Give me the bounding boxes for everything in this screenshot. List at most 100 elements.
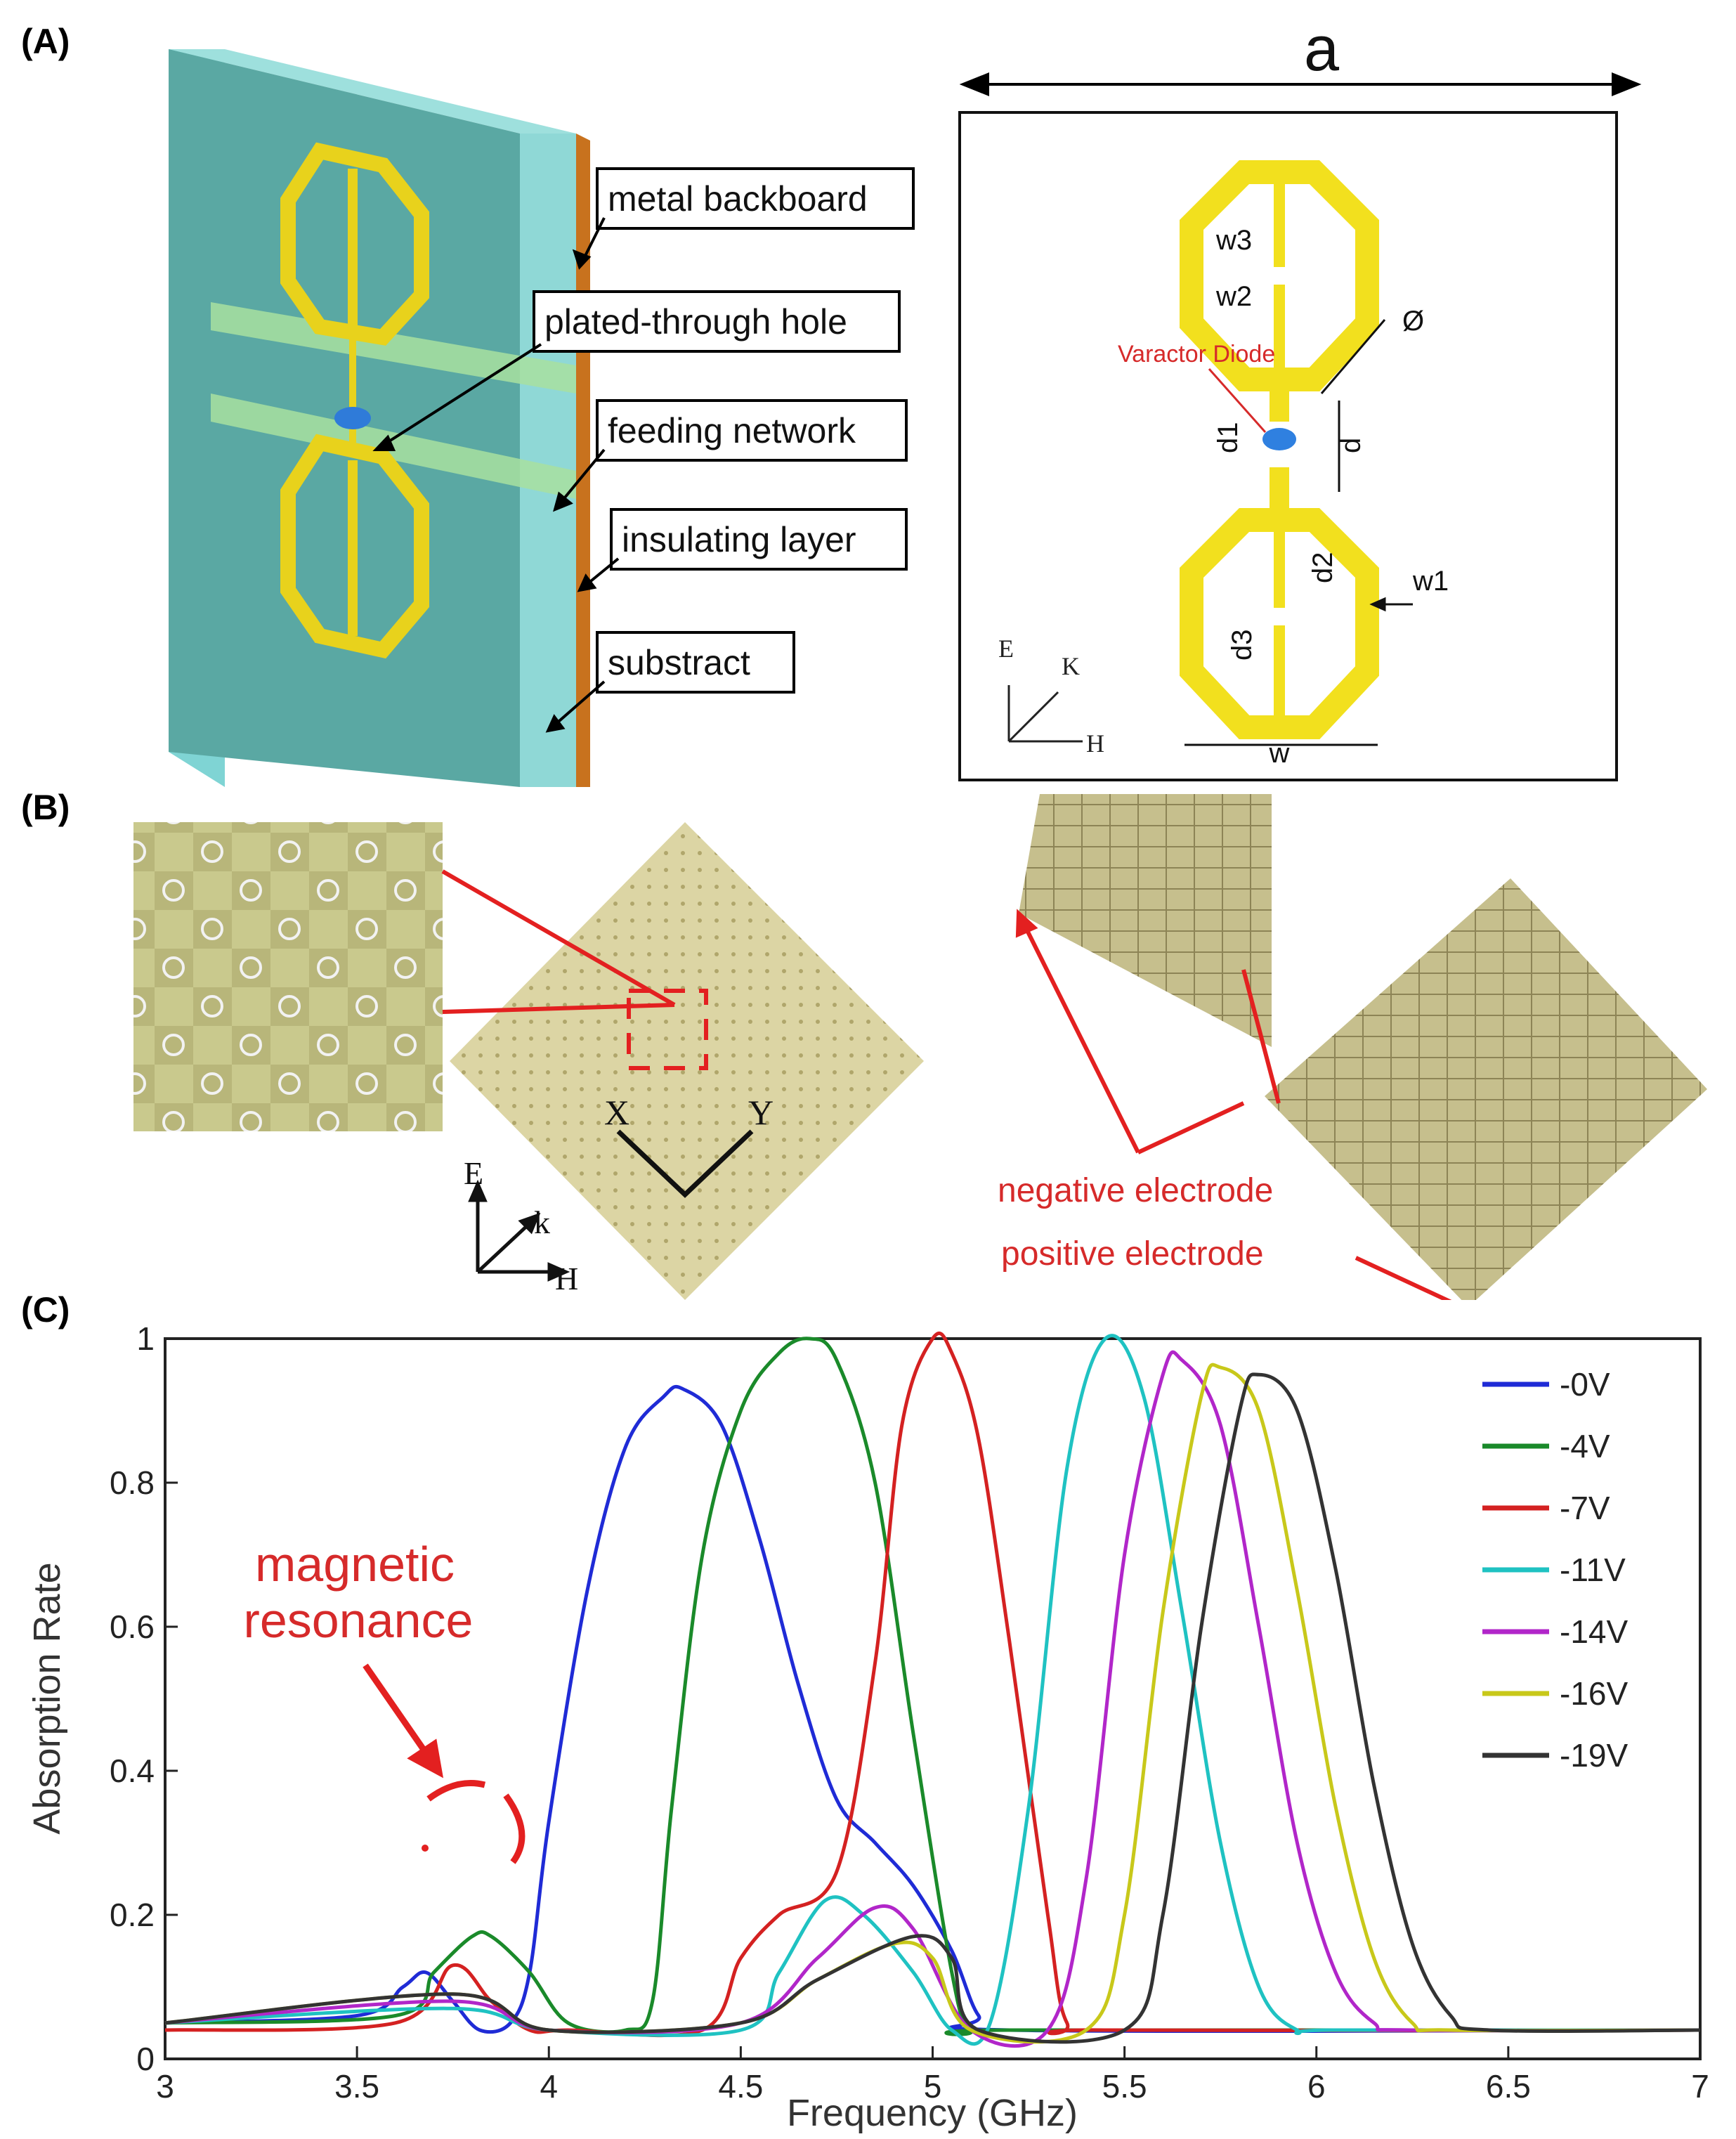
x-tick-label: 7 — [1691, 2068, 1709, 2105]
resonator-bar-lower — [348, 460, 358, 636]
dim-d: d — [1336, 438, 1366, 453]
chart-plot-area — [164, 1337, 1702, 2060]
axis-h-unit: H — [1086, 729, 1104, 758]
unit-bar-upper-top — [1274, 176, 1285, 267]
feed-line-lower — [211, 394, 576, 499]
x-tick-label: 6 — [1307, 2068, 1326, 2105]
electrode-leader-lines — [1015, 909, 1281, 1155]
axis-k-photo: k — [534, 1204, 550, 1240]
panel-b-photos: X Y E k H negative electrode positive el… — [133, 794, 1707, 1300]
substrate-top-face — [169, 49, 576, 134]
metal-backboard — [576, 134, 590, 787]
series-line-6 — [164, 1372, 1701, 2044]
y-tick-label: 1 — [136, 1320, 155, 1357]
annotation-bracket — [426, 1780, 526, 1864]
resonator-ring-lower — [280, 434, 429, 659]
positive-electrode-label: positive electrode — [1001, 1235, 1264, 1273]
dim-w: w — [1269, 738, 1290, 769]
connector-stub — [349, 330, 356, 443]
annotation-line1: magnetic — [255, 1537, 455, 1592]
dim-w1: w1 — [1412, 566, 1449, 597]
axis-e-photo: E — [464, 1155, 483, 1191]
period-label: a — [1304, 14, 1340, 84]
varactor-diode-label: Varactor Diode — [1118, 341, 1275, 368]
annotation-arrow — [363, 1663, 444, 1779]
axes-ekh-unit-cell — [1007, 685, 1083, 743]
x-tick-label: 4.5 — [718, 2068, 763, 2105]
axis-e-unit: E — [998, 635, 1014, 663]
callout-text-1: plated-through hole — [544, 302, 847, 342]
resonator-ring-upper — [280, 142, 429, 346]
resonator-bar-upper — [348, 169, 358, 330]
annotation-dot — [422, 1845, 429, 1852]
dim-w2: w2 — [1215, 281, 1252, 312]
callout-text-3: insulating layer — [622, 520, 856, 559]
callout-box-plated-hole — [533, 290, 901, 353]
legend: -0V-4V-7V-11V-14V-16V-19V — [1482, 1366, 1628, 1774]
dimension-lines — [1184, 319, 1413, 746]
sample-xy-axes — [616, 1129, 754, 1198]
callout-box-insulating-layer — [610, 508, 908, 571]
callout-text-2: feeding network — [608, 411, 856, 450]
unit-ring-upper — [1180, 160, 1379, 391]
x-tick-label: 3.5 — [334, 2068, 379, 2105]
varactor-diode-icon — [334, 407, 371, 429]
series-lines — [164, 1332, 1701, 2048]
x-tick-label: 6.5 — [1486, 2068, 1531, 2105]
zoom-photo-clover — [133, 822, 443, 1131]
sample-photo-back — [1265, 878, 1707, 1300]
dim-d2: d2 — [1307, 552, 1338, 584]
dim-w3: w3 — [1215, 225, 1252, 256]
unit-ring-lower — [1180, 508, 1379, 739]
callout-text-0: metal backboard — [608, 179, 868, 219]
x-tick-label: 5.5 — [1102, 2068, 1147, 2105]
insulating-face — [520, 134, 576, 787]
panel-a-label: (A) — [21, 22, 70, 61]
unit-varactor-icon — [1262, 428, 1296, 450]
y-tick-label: 0.6 — [110, 1608, 155, 1645]
zoom-leader-lines — [441, 869, 676, 1014]
dim-phi: Ø — [1402, 306, 1424, 337]
series-line-3 — [164, 1334, 1700, 2046]
unit-stub-upper — [1270, 379, 1289, 422]
x-tick-label: 3 — [156, 2068, 174, 2105]
panel-a-unit-cell: a Varactor Diode w3 w2 Ø d1 d d2 w1 d3 w… — [958, 14, 1642, 781]
unit-bar-lower-bottom — [1274, 625, 1285, 727]
sample-photo-front — [450, 822, 924, 1300]
callout-box-feeding-network — [596, 399, 908, 462]
zoom-highlight-box — [627, 989, 708, 1070]
x-axis-title: Frequency (GHz) — [787, 2092, 1078, 2134]
leader-arrows — [372, 217, 620, 733]
y-tick-label: 0.8 — [110, 1464, 155, 1501]
feed-line-upper — [211, 302, 576, 394]
zoom-photo-electrodes — [1019, 794, 1272, 1047]
unit-bar-upper-bottom — [1274, 285, 1285, 383]
positive-leader-line — [1355, 1256, 1452, 1300]
dim-d3: d3 — [1227, 630, 1258, 661]
legend-label-1: -4V — [1560, 1428, 1610, 1464]
callout-box-substract — [596, 631, 795, 694]
legend-label-0: -0V — [1560, 1366, 1610, 1403]
y-tick-label: 0.2 — [110, 1897, 155, 1933]
y-ticks: 0 0.2 0.4 0.6 0.8 1 — [110, 1320, 178, 2077]
y-tick-label: 0 — [136, 2041, 155, 2077]
y-tick-label: 0.4 — [110, 1753, 155, 1789]
period-arrow — [959, 72, 1642, 96]
callout-text-4: substract — [608, 643, 750, 682]
dim-d1: d1 — [1213, 422, 1244, 454]
legend-label-5: -16V — [1560, 1675, 1628, 1712]
panel-b-label: (B) — [21, 788, 70, 827]
sample-axis-y: Y — [748, 1093, 774, 1132]
unit-stub-lower — [1270, 467, 1289, 520]
legend-label-3: -11V — [1560, 1552, 1626, 1588]
legend-label-6: -19V — [1560, 1737, 1628, 1774]
negative-electrode-label: negative electrode — [998, 1172, 1273, 1209]
axis-h-photo: H — [555, 1261, 578, 1296]
annotation-line2: resonance — [244, 1593, 474, 1648]
sample-axis-x: X — [604, 1093, 629, 1132]
varactor-leader — [1208, 368, 1267, 433]
callout-box-metal-backboard — [596, 167, 915, 230]
unit-bar-lower-top — [1274, 524, 1285, 608]
panel-c-label: (C) — [21, 1290, 70, 1329]
